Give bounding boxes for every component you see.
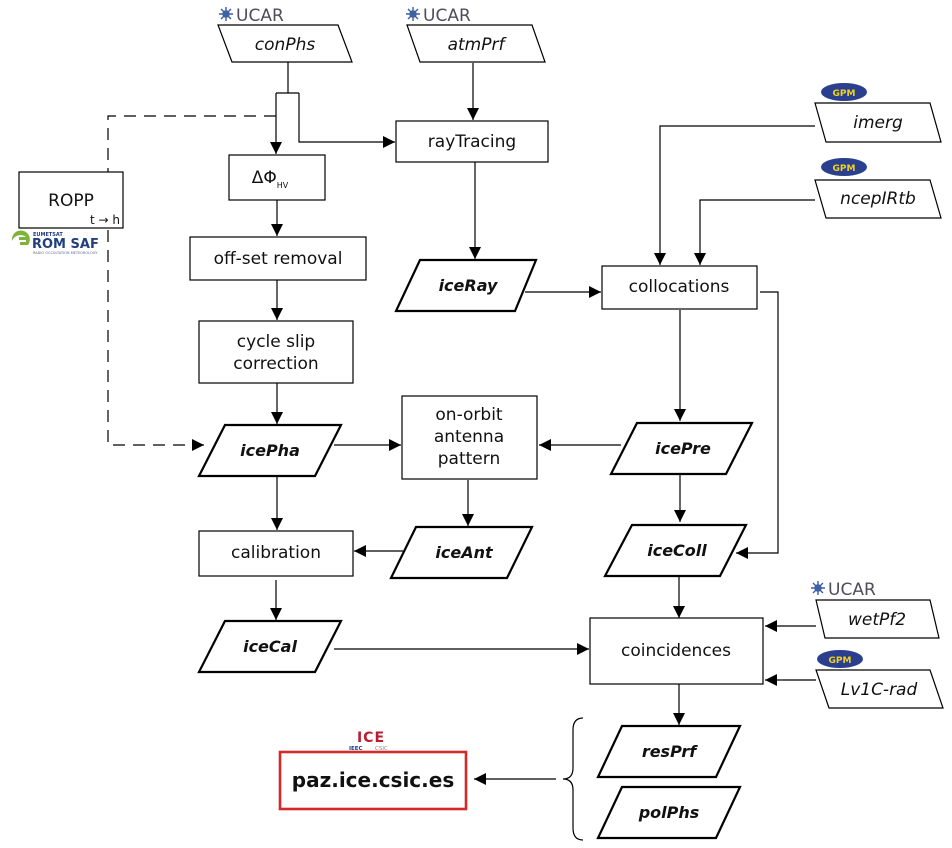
edge-imerg-collocations — [654, 125, 815, 265]
edge-ropp-icePha-dashed — [107, 230, 204, 451]
ucar-star-icon — [219, 7, 233, 21]
node-website[interactable]: paz.ice.csic.es — [278, 750, 468, 811]
gpm-logo-imerg: GPM — [821, 83, 867, 101]
node-iceColl[interactable]: iceColl — [603, 523, 748, 578]
node-iceColl-label: iceColl — [647, 541, 707, 560]
node-website-label[interactable]: paz.ice.csic.es — [292, 768, 454, 792]
node-coincidences-label: coincidences — [621, 641, 731, 661]
node-deltaPhi[interactable]: ΔΦHV — [228, 154, 326, 201]
node-resPrf[interactable]: resPrf — [596, 724, 742, 779]
node-rayTracing[interactable]: rayTracing — [395, 120, 549, 163]
node-coincidences[interactable]: coincidences — [589, 617, 764, 685]
ucar-label: UCAR — [828, 580, 876, 600]
ucar-star-icon — [406, 7, 420, 21]
node-rayTracing-label: rayTracing — [428, 132, 516, 152]
edge-collocations-iceColl — [736, 291, 779, 559]
node-imerg-label: imerg — [853, 113, 903, 133]
node-wetPf2[interactable]: wetPf2 — [815, 599, 940, 639]
node-cycleSlip-line1: cycle slip — [237, 332, 315, 352]
node-calibration-label: calibration — [231, 543, 321, 563]
gpm-label: GPM — [833, 89, 856, 99]
node-collocations[interactable]: collocations — [601, 265, 758, 310]
node-iceAnt[interactable]: iceAnt — [389, 525, 534, 580]
node-conPhs[interactable]: conPhs — [217, 24, 353, 63]
node-icePha-label: icePha — [240, 441, 300, 460]
brace — [562, 717, 584, 841]
node-ropp-sublabel: t → h — [90, 213, 120, 227]
gpm-badge-icon — [821, 83, 867, 101]
node-ncepIRtb-label: ncepIRtb — [840, 189, 916, 209]
node-iceRay-label: iceRay — [439, 276, 498, 295]
node-icePha[interactable]: icePha — [197, 423, 343, 478]
node-cycleSlip-line2: correction — [233, 354, 318, 374]
node-polPhs-label: polPhs — [638, 803, 700, 822]
ucar-star-icon — [811, 581, 825, 595]
node-wetPf2-label: wetPf2 — [848, 610, 906, 630]
ice-label: ICE — [357, 730, 385, 746]
gpm-badge-icon — [817, 650, 863, 668]
node-on-orbit-antenna-pattern[interactable]: on-orbit antenna pattern — [401, 395, 538, 480]
node-icePre-label: icePre — [655, 439, 711, 458]
edge-conPhs-rayTracing — [298, 93, 395, 148]
romsaf-logo: EUMETSAT ROM SAF RADIO OCCULTATION METEO… — [11, 230, 99, 255]
romsaf-sublabel: RADIO OCCULTATION METEOROLOGY — [33, 251, 98, 255]
edge-ncepIRtb-collocations — [694, 199, 815, 265]
node-calibration[interactable]: calibration — [198, 530, 354, 577]
romsaf-eumetsat-label: EUMETSAT — [33, 232, 63, 238]
ice-logo: ICE IEEC CSIC — [349, 730, 388, 752]
node-iceCal-label: iceCal — [243, 637, 297, 656]
delta-phi-symbol: ΔΦ — [252, 168, 277, 188]
node-offset-label: off-set removal — [214, 249, 343, 269]
node-onOrbit-line1: on-orbit — [435, 405, 503, 425]
edges — [107, 60, 816, 841]
node-polPhs[interactable]: polPhs — [596, 785, 742, 840]
node-icePre[interactable]: icePre — [609, 421, 754, 476]
gpm-label: GPM — [829, 656, 852, 666]
delta-phi-subscript: HV — [277, 181, 289, 190]
node-iceAnt-label: iceAnt — [435, 543, 494, 562]
ucar-label: UCAR — [236, 6, 284, 26]
ucar-logo-atmPrf: UCAR — [406, 6, 471, 26]
gpm-label: GPM — [833, 164, 856, 174]
gpm-logo-lv1cRad: GPM — [817, 650, 863, 668]
node-offset-removal[interactable]: off-set removal — [189, 236, 367, 281]
ice-csic-label: CSIC — [375, 746, 388, 752]
gpm-logo-ncepIRtb: GPM — [821, 158, 867, 176]
romsaf-leaf-icon — [11, 230, 30, 245]
node-ropp[interactable]: ROPP t → h — [18, 171, 124, 229]
node-ncepIRtb[interactable]: ncepIRtb — [814, 179, 942, 219]
ucar-logo-conPhs: UCAR — [219, 6, 284, 26]
node-ropp-label: ROPP — [48, 191, 94, 211]
edge-conPhs-ropp-dashed — [107, 115, 276, 172]
node-iceCal[interactable]: iceCal — [197, 619, 343, 674]
node-cycle-slip[interactable]: cycle slip correction — [198, 320, 354, 384]
ucar-label: UCAR — [423, 6, 471, 26]
gpm-badge-icon — [821, 158, 867, 176]
node-lv1cRad-label: Lv1C-rad — [841, 680, 918, 700]
node-imerg[interactable]: imerg — [814, 102, 942, 143]
node-onOrbit-line3: pattern — [438, 449, 500, 469]
ice-ieec-label: IEEC — [349, 746, 363, 752]
node-resPrf-label: resPrf — [642, 742, 698, 761]
ucar-logo-wetPf2: UCAR — [811, 580, 876, 600]
node-atmPrf-label: atmPrf — [448, 35, 508, 55]
node-iceRay[interactable]: iceRay — [394, 258, 538, 313]
node-conPhs-label: conPhs — [255, 35, 316, 55]
node-deltaPhi-label: ΔΦHV — [252, 168, 289, 190]
node-lv1cRad[interactable]: Lv1C-rad — [815, 669, 944, 709]
node-collocations-label: collocations — [629, 277, 730, 297]
node-onOrbit-line2: antenna — [434, 427, 504, 447]
node-atmPrf[interactable]: atmPrf — [406, 24, 546, 63]
romsaf-label: ROM SAF — [32, 237, 99, 252]
